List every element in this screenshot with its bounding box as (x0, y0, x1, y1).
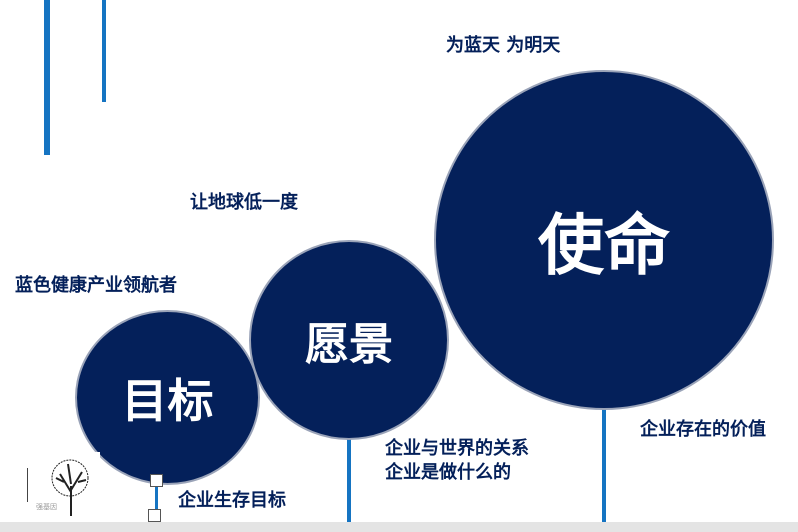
vision-bottom-label-2: 企业是做什么的 (385, 462, 511, 483)
tree-logo-icon (51, 459, 89, 516)
mission-top-label: 为蓝天 为明天 (446, 35, 561, 56)
vision-bottom-label-1: 企业与世界的关系 (385, 438, 529, 459)
mission-bottom-label: 企业存在的价值 (640, 419, 766, 440)
vision-top-label: 让地球低一度 (190, 192, 298, 213)
vision-circle: 愿景 (249, 240, 449, 440)
goal-connector-line (155, 485, 158, 515)
decor-line-2 (102, 0, 106, 102)
decor-line-1 (44, 0, 50, 155)
resize-handle-bottom[interactable] (148, 509, 161, 522)
goal-top-label: 蓝色健康产业领航者 (15, 275, 177, 296)
logo: 强基因 (0, 452, 100, 522)
goal-text: 目标 (121, 373, 214, 428)
vision-connector-line (347, 430, 351, 525)
goal-bottom-label: 企业生存目标 (178, 490, 286, 511)
vision-text: 愿景 (305, 319, 393, 370)
mission-circle: 使命 (434, 70, 774, 410)
logo-divider (27, 468, 28, 502)
logo-text: 强基因 (36, 503, 57, 511)
bottom-bar (0, 522, 798, 532)
goal-circle: 目标 (75, 310, 260, 485)
resize-handle-top[interactable] (150, 474, 163, 487)
mission-text: 使命 (538, 207, 670, 284)
mission-connector-line (602, 400, 606, 525)
